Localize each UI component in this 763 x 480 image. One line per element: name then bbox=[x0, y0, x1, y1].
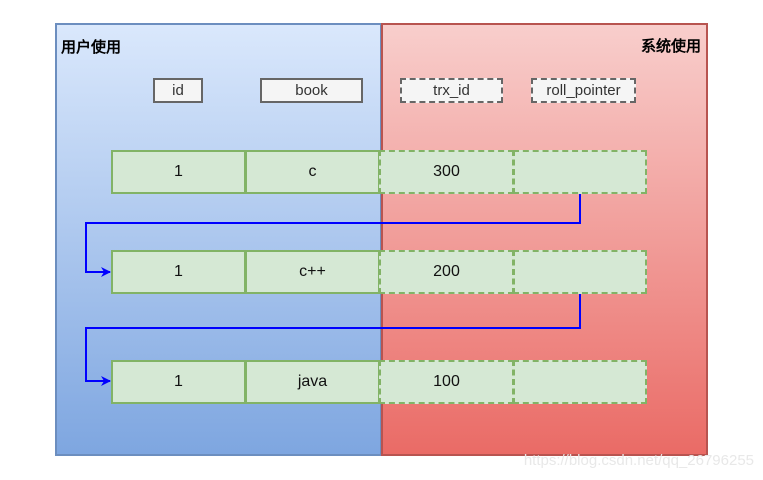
watermark: https://blog.csdn.net/qq_26796255 bbox=[523, 452, 754, 469]
header-id: id bbox=[153, 78, 203, 103]
header-roll-pointer: roll_pointer bbox=[531, 78, 636, 103]
row3-id: 1 bbox=[111, 360, 246, 404]
row1-id: 1 bbox=[111, 150, 246, 194]
row1-roll-pointer bbox=[513, 150, 647, 194]
row2-trx-id: 200 bbox=[379, 250, 514, 294]
row3-trx-id: 100 bbox=[379, 360, 514, 404]
row1-book: c bbox=[245, 150, 380, 194]
arrow-row1-to-row2 bbox=[85, 194, 581, 277]
row2-id: 1 bbox=[111, 250, 246, 294]
arrow-row2-to-row3 bbox=[85, 294, 581, 386]
row2-book: c++ bbox=[245, 250, 380, 294]
user-area-label: 用户使用 bbox=[61, 39, 122, 56]
row3-roll-pointer bbox=[513, 360, 647, 404]
row2-roll-pointer bbox=[513, 250, 647, 294]
header-trx-id: trx_id bbox=[400, 78, 503, 103]
header-book: book bbox=[260, 78, 363, 103]
row1-trx-id: 300 bbox=[379, 150, 514, 194]
system-area-label: 系统使用 bbox=[640, 38, 701, 55]
